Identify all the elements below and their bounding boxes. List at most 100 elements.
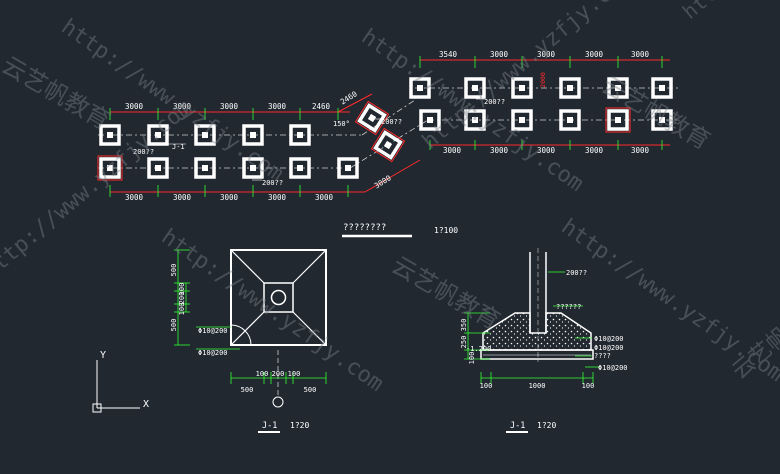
detail-plan-dim-texts: 500 100 200 100 500 100 200 100 500 500 …	[170, 264, 316, 394]
section-dim-left-2: 250	[460, 336, 468, 349]
section-rebar-3: Φ10@200	[598, 364, 628, 372]
section-dim-left-1: 350	[460, 319, 468, 332]
detail-plan-view: 500 100 200 100 500 100 200 100 500 500 …	[170, 249, 327, 433]
footing-square	[464, 109, 486, 131]
section-mark-label: J-1	[172, 143, 185, 151]
dplan-dim-left-4: 100	[178, 303, 186, 316]
dim-bottom-left-3: 3000	[220, 193, 239, 202]
footing-square	[605, 107, 631, 133]
plan-view: 3000 3000 3000 3000 2460 3000 3000 3000 …	[97, 50, 680, 238]
footing-square	[464, 77, 486, 99]
section-dim-lines	[464, 271, 600, 384]
watermark-cn-3: 云艺帆教育	[387, 251, 505, 335]
dplan-dim-left-1: 500	[170, 264, 178, 277]
column-pier	[263, 282, 294, 313]
pipe-label-2: 200??	[381, 118, 402, 126]
dim-diag-top: 2460	[339, 89, 359, 106]
dim-bottom-left-2: 3000	[173, 193, 192, 202]
footing-square	[559, 77, 581, 99]
dim-top-left-4: 3000	[268, 102, 287, 111]
dim-top-left-2: 3000	[173, 102, 192, 111]
plan-dim-texts: 3000 3000 3000 3000 2460 3000 3000 3000 …	[125, 50, 650, 202]
section-dim-bottom-2: 1000	[529, 382, 546, 390]
pipe-label-4: 200??	[133, 148, 154, 156]
dim-top-left-5: 2460	[312, 102, 331, 111]
footing-slopes	[230, 249, 327, 346]
dim-top-right-4: 3000	[585, 50, 604, 59]
ucs-y-label: Y	[100, 350, 106, 361]
dim-bottom-left-4: 3000	[268, 193, 287, 202]
footing-square	[147, 124, 169, 146]
footing-square	[651, 77, 673, 99]
dim-top-right-5: 3000	[631, 50, 650, 59]
footing-square	[242, 157, 264, 179]
dim-top-left-3: 3000	[220, 102, 239, 111]
footing-square	[511, 77, 533, 99]
footing-square	[511, 109, 533, 131]
section-bed-label: ????	[594, 352, 611, 360]
footing-square	[147, 157, 169, 179]
section-caption: J-1 1?20	[506, 421, 556, 433]
footing-square	[289, 124, 311, 146]
dim-top-left-1: 3000	[125, 102, 144, 111]
section-rebar-1: Φ10@200	[594, 335, 624, 343]
footing-square	[337, 157, 359, 179]
dim-diag-bottom: 3000	[373, 173, 393, 190]
section-texts: 200?? ?????? ???? Φ10@200 Φ10@200 Φ10@20…	[460, 269, 628, 390]
section-dim-left-3: 100	[468, 352, 476, 365]
bar-label: 2000	[539, 72, 547, 88]
footing-square	[559, 109, 581, 131]
section-rebar-2: Φ10@200	[594, 344, 624, 352]
dplan-dim-left-5: 500	[170, 319, 178, 332]
footing-section-body	[482, 312, 592, 351]
bedding-layer	[480, 349, 594, 360]
dplan-dim-bottom-5: 500	[304, 386, 317, 394]
pipe-label-3: 200??	[484, 98, 505, 106]
footing-square	[97, 155, 123, 181]
footing-square	[419, 109, 441, 131]
dim-bottom-right-2: 3000	[490, 146, 509, 155]
dim-bottom-left-5: 3000	[315, 193, 334, 202]
section-pipe-label: 200??	[566, 269, 587, 277]
footing-square	[99, 124, 121, 146]
section-view: 200?? ?????? ???? Φ10@200 Φ10@200 Φ10@20…	[460, 248, 628, 433]
dim-bottom-left-1: 3000	[125, 193, 144, 202]
plan-title: ????????	[343, 223, 386, 233]
footing-square	[194, 157, 216, 179]
dim-bottom-right-1: 3000	[443, 146, 462, 155]
detail-plan-scale: 1?20	[290, 421, 309, 430]
footing-square	[242, 124, 264, 146]
section-dim-bottom-3: 100	[582, 382, 595, 390]
footing-square	[370, 127, 406, 163]
footing-square	[409, 77, 431, 99]
dim-bottom-right-4: 3000	[585, 146, 604, 155]
plan-leaders	[163, 98, 484, 181]
dim-bottom-right-3: 3000	[537, 146, 556, 155]
pipe-label-1: 200??	[262, 179, 283, 187]
detail-plan-dim-lines	[174, 249, 327, 384]
footing-square	[354, 100, 390, 136]
dplan-dim-bottom-2: 200	[272, 370, 285, 378]
section-title: J-1	[510, 421, 525, 431]
dplan-dim-left-2: 100	[178, 283, 186, 296]
ucs-x-label: X	[143, 399, 149, 410]
plan-scale: 1?100	[434, 226, 458, 235]
dim-top-right-2: 3000	[490, 50, 509, 59]
footing-square	[289, 157, 311, 179]
section-thin-label: -1.200	[466, 345, 491, 353]
dplan-dim-bottom-3: 100	[288, 370, 301, 378]
axis-bubble	[272, 396, 284, 408]
footing-square	[651, 109, 673, 131]
dim-top-right-3: 3000	[537, 50, 556, 59]
plan-dim-ext	[109, 56, 663, 197]
section-fill-label: ??????	[556, 303, 581, 311]
dplan-dim-left-3: 200	[178, 292, 186, 305]
detail-plan-caption: J-1 1?20	[258, 421, 309, 433]
dplan-rebar-2: Φ10@200	[198, 349, 228, 357]
footing-square	[194, 124, 216, 146]
dplan-dim-bottom-4: 500	[241, 386, 254, 394]
footing-square	[607, 77, 629, 99]
watermark-cn-2: 云艺帆教育	[597, 71, 715, 155]
